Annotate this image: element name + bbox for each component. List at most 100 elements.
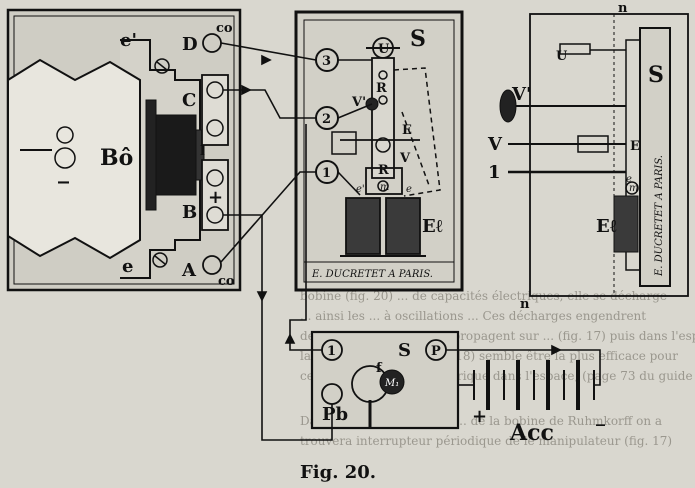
manipulator-labels: 1 S P Pb f M₁ Acc + _ xyxy=(322,340,605,446)
arrow-B xyxy=(256,291,268,302)
figure-caption: Fig. 20. xyxy=(300,462,376,483)
label-side-V-prime: V' xyxy=(511,84,531,105)
coil-core-winding xyxy=(155,114,197,196)
label-maker: E. DUCRETET A PARIS. xyxy=(311,269,433,280)
label-l: l xyxy=(200,144,205,159)
lower-block xyxy=(365,167,403,195)
label-n-top: n xyxy=(618,1,628,16)
label-side-e: e xyxy=(626,174,632,185)
terminal-A xyxy=(202,255,222,275)
knob-lower-left xyxy=(54,147,76,169)
vibrator-arm xyxy=(371,57,395,179)
label-M1: M₁ xyxy=(384,378,399,389)
electromagnet-left xyxy=(345,197,381,255)
side-panel xyxy=(639,27,671,287)
label-f: f xyxy=(376,361,383,376)
dashed-connection-inner xyxy=(401,111,431,189)
label-acc: Acc xyxy=(509,420,554,446)
label-e: e xyxy=(122,256,133,277)
terminal-B1 xyxy=(206,169,224,187)
label-1: 1 xyxy=(322,166,331,181)
label-side-maker: E. DUCRETET A PARIS. xyxy=(654,155,665,277)
label-Pb: Pb xyxy=(322,404,348,425)
label-bobine: Bô xyxy=(100,145,133,171)
knob-upper-left xyxy=(56,126,74,144)
label-e-prime-small: e' xyxy=(356,184,365,195)
label-side-E: E xyxy=(630,139,640,154)
terminal-C2 xyxy=(206,119,224,137)
wire-2-to-manip-1 xyxy=(289,124,322,351)
manip-motor-M1 xyxy=(379,369,405,395)
label-V: V xyxy=(399,151,411,166)
wire-2-to-V-prime xyxy=(337,103,373,119)
label-m: m xyxy=(380,182,389,193)
wire-1-to-coil xyxy=(337,171,361,196)
label-El: Eℓ xyxy=(422,216,443,237)
screw-top xyxy=(154,58,170,74)
electromagnet-right xyxy=(385,197,421,255)
terminal-strip-C xyxy=(201,74,229,146)
label-acc-plus: + xyxy=(472,406,487,427)
coil-core-right xyxy=(195,129,205,181)
label-R-upper: R xyxy=(376,81,387,96)
wire-D-to-3 xyxy=(220,42,317,61)
adjust-E xyxy=(375,137,391,153)
label-side-V: V xyxy=(487,134,503,155)
bg-line-7: trouvera interrupteur périodique de le m… xyxy=(300,434,672,448)
side-support xyxy=(625,39,641,271)
wire-P-to-acc xyxy=(446,349,601,386)
label-plus-B: + xyxy=(208,187,223,208)
label-B: B xyxy=(182,202,197,223)
label-R-lower: R xyxy=(378,163,389,178)
label-3: 3 xyxy=(322,54,331,69)
label-2: 2 xyxy=(322,112,331,127)
coil-core-left xyxy=(145,99,157,211)
side-elevation xyxy=(499,13,689,297)
label-side-U: U xyxy=(556,49,568,64)
label-V-prime: V' xyxy=(351,95,366,110)
wiring xyxy=(220,42,601,441)
screw-bottom xyxy=(152,252,168,268)
bg-line-2: ... ainsi les ... à oscillations ... Ces… xyxy=(300,309,646,323)
side-labels: n n S U V' V 1 E m e Eℓ E. DUCRETET A PA… xyxy=(487,1,665,312)
label-minus: _ xyxy=(58,158,69,184)
label-side-S: S xyxy=(648,62,664,88)
interrupter-board xyxy=(294,10,464,292)
arrow-C xyxy=(241,84,252,96)
side-electromagnet xyxy=(613,195,639,253)
label-E: E xyxy=(402,123,412,138)
label-e-small: e xyxy=(406,184,412,195)
label-C: C xyxy=(182,90,196,111)
label-U: U xyxy=(378,42,390,57)
label-side-1: 1 xyxy=(488,162,501,183)
accumulator xyxy=(473,360,595,410)
label-side-m: m xyxy=(629,183,638,194)
manipulator-box xyxy=(310,330,460,430)
label-acc-minus: _ xyxy=(596,406,605,427)
label-n-bottom: n xyxy=(520,297,530,312)
side-frame xyxy=(529,13,689,297)
label-side-El: Eℓ xyxy=(596,216,617,237)
arrow-D xyxy=(261,54,272,66)
bg-line-1: bobine (fig. 20) ... de capacités électr… xyxy=(300,289,667,303)
label-bottom-1: 1 xyxy=(327,344,336,359)
wire-A-to-1 xyxy=(220,171,316,263)
board-inner xyxy=(303,19,455,283)
label-S-main: S xyxy=(410,26,426,52)
bobine-assembly xyxy=(6,8,242,292)
label-bottom-S: S xyxy=(398,340,411,361)
coil-body xyxy=(7,58,141,260)
label-e-prime: e' xyxy=(120,30,137,51)
label-A: A xyxy=(181,260,197,281)
side-clamp xyxy=(331,131,357,155)
arrow-2 xyxy=(284,333,296,344)
label-bottom-P: P xyxy=(431,344,441,359)
label-co-top: co xyxy=(216,21,233,36)
label-D: D xyxy=(182,34,198,55)
board-labels: S 3 2 1 U R V' V E R m e' e Eℓ E. DUCRET… xyxy=(311,26,443,280)
bobine-labels: Bô _ D C B A + co co e' e l xyxy=(58,21,235,289)
terminal-strip-B xyxy=(201,159,229,231)
label-co-bottom: co xyxy=(218,274,235,289)
arrow-P xyxy=(551,344,562,356)
